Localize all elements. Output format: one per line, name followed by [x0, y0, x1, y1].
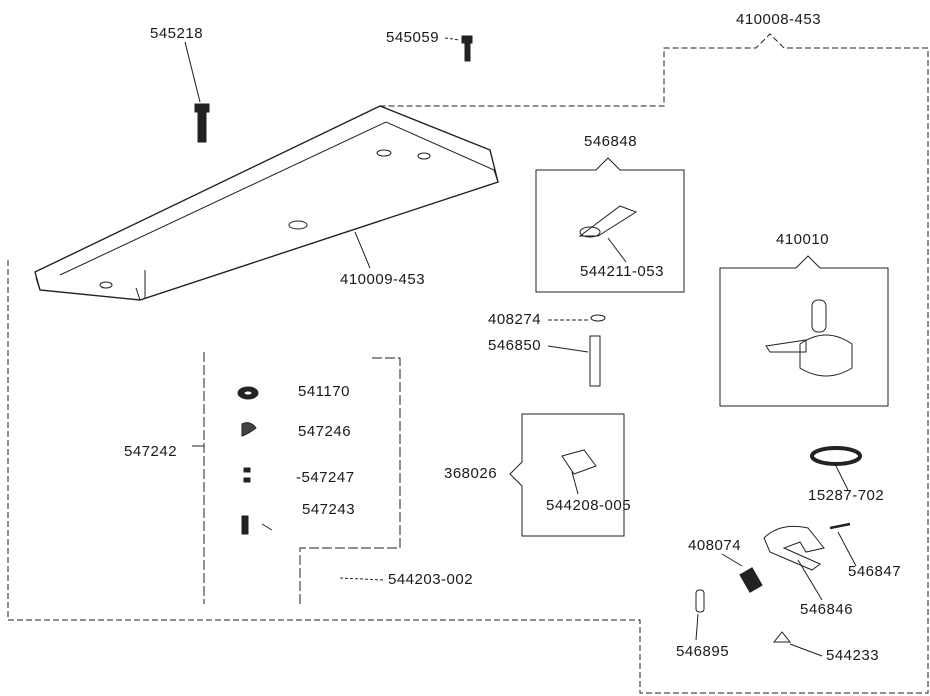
part-label-547246: 547246 — [298, 423, 352, 440]
box-546848 — [535, 157, 685, 293]
top-plate — [34, 105, 499, 301]
part-label-545218: 545218 — [150, 25, 204, 42]
part-label-547243: 547243 — [302, 501, 356, 518]
part-label-410008-453: 410008-453 — [736, 11, 822, 28]
part-label-544203-002: 544203-002 — [388, 571, 474, 588]
part-label-410009-453: 410009-453 — [340, 271, 426, 288]
pin-546850 — [547, 314, 606, 387]
part-label-546895: 546895 — [676, 643, 730, 660]
part-label-544208-005: 544208-005 — [546, 497, 632, 514]
screw-545218 — [184, 41, 210, 143]
leader-410009 — [354, 231, 371, 269]
screw-545059 — [444, 35, 473, 62]
outer-frame — [7, 33, 929, 694]
part-label-15287-702: 15287-702 — [808, 487, 885, 504]
box-368026 — [509, 413, 625, 537]
ring-15287-702 — [810, 446, 862, 466]
part-label-541170: 541170 — [298, 383, 350, 400]
part-label-546848: 546848 — [584, 133, 638, 150]
part-label-544211-053: 544211-053 — [580, 263, 664, 280]
part-label-545059: 545059 — [386, 29, 440, 46]
part-label-547242: 547242 — [124, 443, 178, 460]
part-label-410010: 410010 — [776, 231, 830, 248]
part-label-546846: 546846 — [800, 601, 854, 618]
part-label-368026: 368026 — [444, 465, 498, 482]
box-410010 — [719, 255, 889, 407]
part-408074 — [739, 567, 763, 593]
part-label-547247: -547247 — [296, 469, 355, 486]
part-label-408274: 408274 — [488, 311, 542, 328]
part-label-546847: 546847 — [848, 563, 902, 580]
part-label-408074: 408074 — [688, 537, 742, 554]
part-label-544233: 544233 — [826, 647, 880, 664]
part-410010-shape — [765, 299, 853, 377]
fork-546846 — [763, 525, 825, 571]
part-label-546850: 546850 — [488, 337, 542, 354]
bracket-547242 — [203, 352, 401, 604]
